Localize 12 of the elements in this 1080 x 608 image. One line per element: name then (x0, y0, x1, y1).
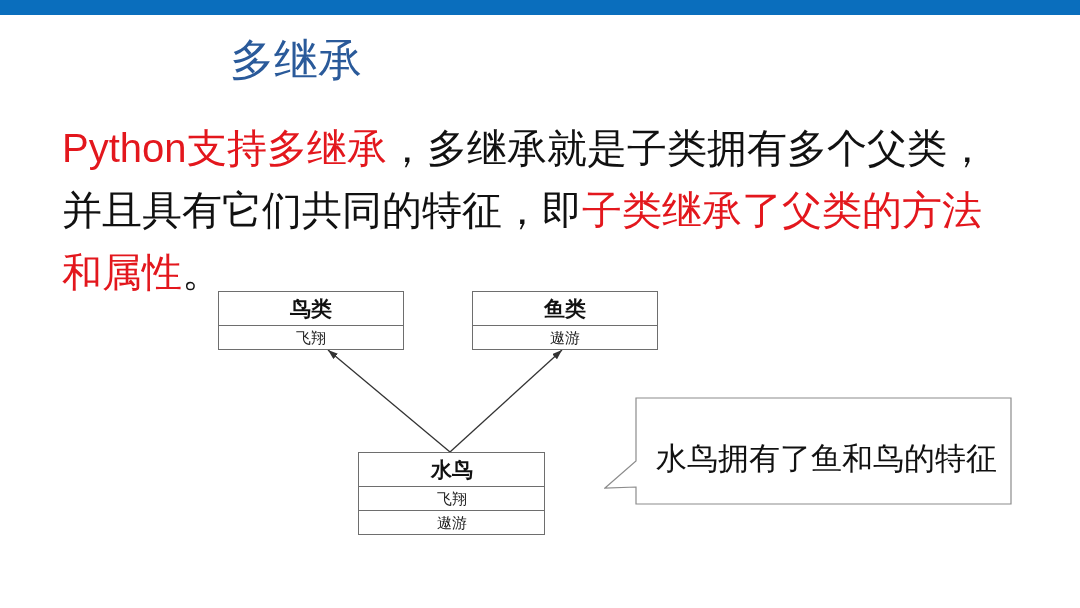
method-name: 飞翔 (359, 486, 544, 510)
arrow (449, 349, 563, 453)
class-name: 鸟类 (289, 296, 333, 322)
class-name: 水鸟 (429, 457, 474, 483)
method-name: 飞翔 (219, 325, 403, 349)
method-name: 遨游 (359, 510, 544, 534)
body-text: Python支持多继承，多继承就是子类拥有多个父类，并且具有它们共同的特征，即子类继承了父类的方法和属性。 (62, 125, 988, 296)
method-name: 遨游 (473, 325, 657, 349)
slide-title: 多继承 (230, 34, 362, 86)
callout-text: 水鸟拥有了鱼和鸟的特征 (656, 440, 997, 478)
arrow (327, 349, 451, 453)
class-name: 鱼类 (543, 296, 587, 322)
